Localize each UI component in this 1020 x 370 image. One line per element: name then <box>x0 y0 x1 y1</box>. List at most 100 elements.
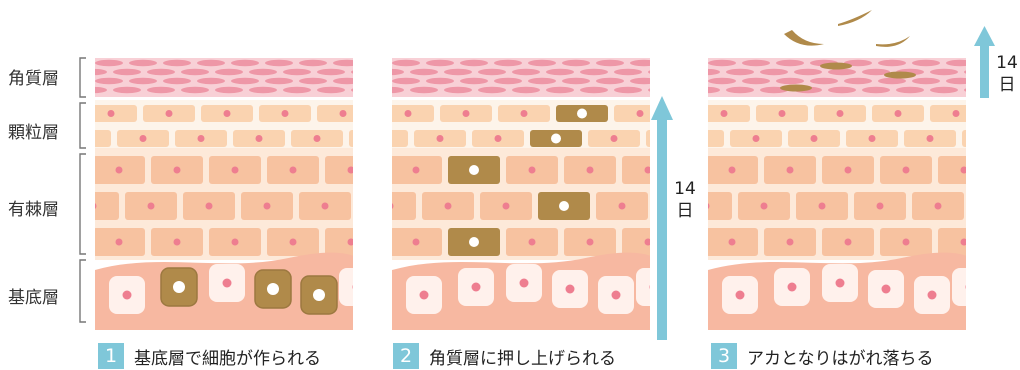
days-label-main: 14 日 <box>670 178 700 222</box>
corneum-cell <box>930 68 958 76</box>
spinous-row-1-nucleus <box>844 166 852 174</box>
granular-row-2-nucleus <box>752 135 760 142</box>
corneum-cell <box>95 59 123 67</box>
corneum-cell <box>862 86 890 94</box>
spinous-row-1-nucleus <box>960 166 966 174</box>
days-label-top: 14 日 <box>993 52 1020 96</box>
corneum-cell <box>129 77 157 85</box>
granular-row-2-nucleus <box>926 135 934 142</box>
basal-cell <box>636 268 650 306</box>
corneum-cell <box>828 86 856 94</box>
spinous-row-1-cell <box>938 156 966 184</box>
spinous-row-3-nucleus <box>469 237 479 247</box>
spinous-row-3-nucleus <box>115 238 123 246</box>
spinous-row-1-nucleus <box>786 166 794 174</box>
granular-row-1-nucleus <box>577 108 587 119</box>
spinous-row-2-nucleus <box>205 202 213 210</box>
corneum-cell <box>299 77 327 85</box>
corneum-cell <box>392 68 404 76</box>
corneum-cell <box>878 59 906 67</box>
granular-row-1-nucleus <box>281 110 289 117</box>
spinous-row-2-cell <box>708 192 732 220</box>
corneum-cell <box>776 77 804 85</box>
spinous-row-2-nucleus <box>95 203 97 209</box>
basal-nucleus <box>519 278 529 288</box>
spinous-row-1-nucleus <box>173 166 181 174</box>
granular-row-2-nucleus <box>695 135 702 142</box>
corneum-cell <box>528 77 556 85</box>
granular-row-2-nucleus <box>868 135 876 142</box>
granular-row-1-cell <box>95 105 137 122</box>
corneum-cell <box>596 59 624 67</box>
step-text-1: 基底層で細胞が作られる <box>134 348 321 369</box>
corneum-cell <box>95 77 123 85</box>
corneum-cell <box>231 77 259 85</box>
corneum-cell <box>614 86 642 94</box>
basal-nucleus <box>881 284 891 294</box>
spinous-row-3-nucleus <box>412 238 420 246</box>
corneum-cell <box>828 68 856 76</box>
corneum-cell <box>299 59 327 67</box>
granular-row-1-nucleus <box>520 110 528 117</box>
granular-row-2-nucleus <box>669 135 676 142</box>
granular-row-1-cell <box>392 105 434 122</box>
corneum-cell <box>930 86 958 94</box>
corneum-cell <box>512 68 540 76</box>
corneum-cell <box>147 86 175 94</box>
basal-nucleus <box>965 284 966 290</box>
basal-nucleus <box>565 284 575 294</box>
spinous-row-3-nucleus <box>960 238 966 246</box>
corneum-cell <box>113 86 141 94</box>
shed-flake-4 <box>820 62 852 70</box>
spinous-row-2-nucleus <box>708 203 710 209</box>
basal-nucleus <box>611 290 621 300</box>
basal-cell <box>339 268 353 306</box>
granular-row-1-cell <box>614 105 650 122</box>
corneum-cell <box>460 59 488 67</box>
basal-nucleus <box>352 284 353 290</box>
corneum-cell <box>760 68 788 76</box>
corneum-cell <box>708 86 720 94</box>
corneum-cell <box>392 77 420 85</box>
corneum-cell <box>528 59 556 67</box>
corneum-cell <box>494 77 522 85</box>
spinous-row-1-nucleus <box>115 166 123 174</box>
spinous-row-1-nucleus <box>644 166 650 174</box>
corneum-cell <box>912 59 940 67</box>
days-number-top: 14 <box>996 53 1018 73</box>
granular-row-1-cell <box>708 105 750 122</box>
corneum-divider <box>708 97 966 100</box>
step-number-2: 2 <box>393 343 419 369</box>
granular-row-1-nucleus <box>165 110 173 117</box>
granular-row-1-nucleus <box>894 110 902 117</box>
corneum-cell <box>742 77 770 85</box>
spinous-row-3-nucleus <box>347 238 353 246</box>
granular-row-1-nucleus <box>462 110 470 117</box>
corneum-cell <box>862 68 890 76</box>
spinous-row-3-cell <box>938 228 966 256</box>
spinous-row-2-nucleus <box>444 202 452 210</box>
corneum-divider <box>95 97 353 100</box>
corneum-cell <box>844 77 872 85</box>
corneum-cell <box>333 59 353 67</box>
days-unit-top: 日 <box>998 75 1016 95</box>
basal-nucleus <box>649 284 650 290</box>
spinous-row-3-nucleus <box>644 238 650 246</box>
layer-label-basal: 基底層 <box>8 288 59 308</box>
granular-row-2-cell <box>95 130 111 147</box>
granular-row-2-nucleus <box>810 135 818 142</box>
corneum-cell <box>265 77 293 85</box>
skin-panel-1 <box>95 58 353 330</box>
step-caption-3: 3 アカとなりはがれ落ちる <box>711 342 934 370</box>
granular-row-2-nucleus <box>610 135 618 142</box>
basal-nucleus <box>419 290 429 300</box>
corneum-cell <box>946 77 966 85</box>
days-number-main: 14 <box>674 179 696 199</box>
granular-row-2-cell <box>708 130 724 147</box>
corneum-cell <box>742 59 770 67</box>
corneum-cell <box>896 86 924 94</box>
granular-row-2-nucleus <box>139 135 147 142</box>
corneum-cell <box>648 88 650 92</box>
corneum-cell <box>392 59 420 67</box>
